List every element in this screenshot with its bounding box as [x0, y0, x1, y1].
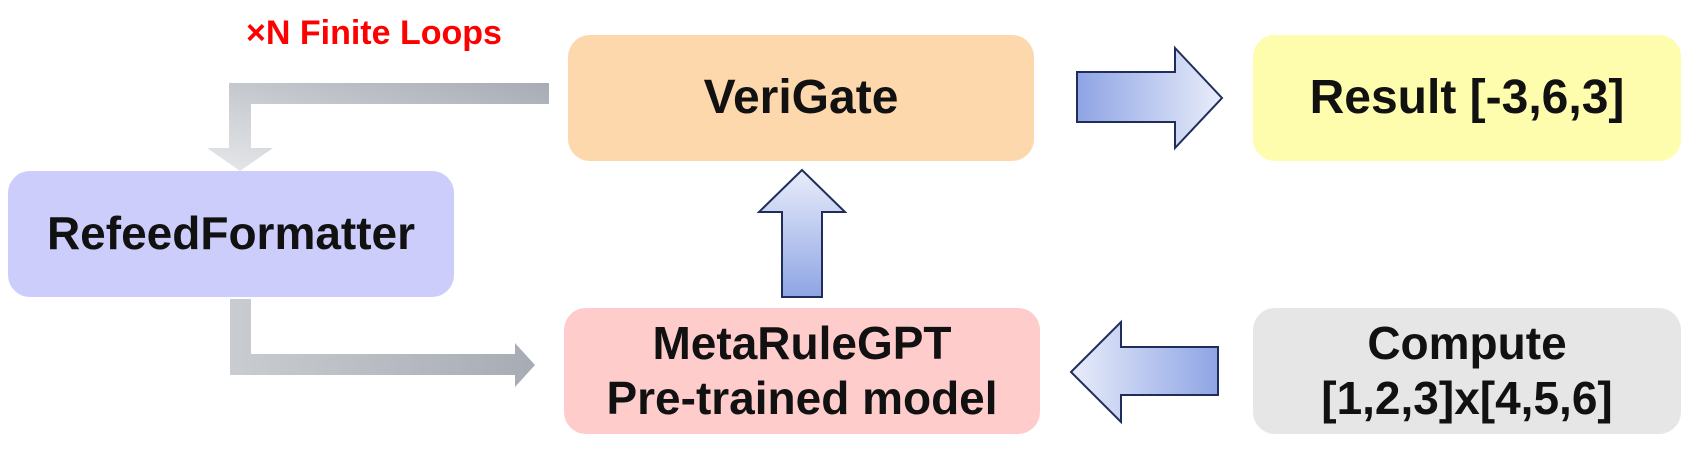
arrow-verigate-to-refeed: [207, 83, 549, 171]
arrow-metarule-to-verigate: [756, 168, 848, 298]
result-label: Result [-3,6,3]: [1309, 71, 1625, 125]
metarulegpt-node: MetaRuleGPT Pre-trained model: [564, 308, 1040, 434]
verigate-node: VeriGate: [568, 35, 1034, 161]
compute-label: Compute: [1367, 316, 1567, 369]
compute-expression: [1,2,3]x[4,5,6]: [1321, 372, 1613, 424]
refeed-formatter-label: RefeedFormatter: [46, 207, 416, 260]
arrow-verigate-to-result: [1076, 45, 1224, 151]
loop-label: ×N Finite Loops: [246, 14, 502, 52]
result-node: Result [-3,6,3]: [1253, 35, 1681, 161]
metarulegpt-label: MetaRuleGPT: [652, 316, 952, 369]
metarulegpt-sublabel: Pre-trained model: [606, 372, 998, 424]
refeed-formatter-node: RefeedFormatter: [8, 171, 454, 297]
arrow-compute-to-metarule: [1069, 319, 1219, 425]
compute-node: Compute [1,2,3]x[4,5,6]: [1253, 308, 1681, 434]
verigate-label: VeriGate: [703, 71, 899, 125]
arrow-refeed-to-metarule: [230, 299, 535, 387]
